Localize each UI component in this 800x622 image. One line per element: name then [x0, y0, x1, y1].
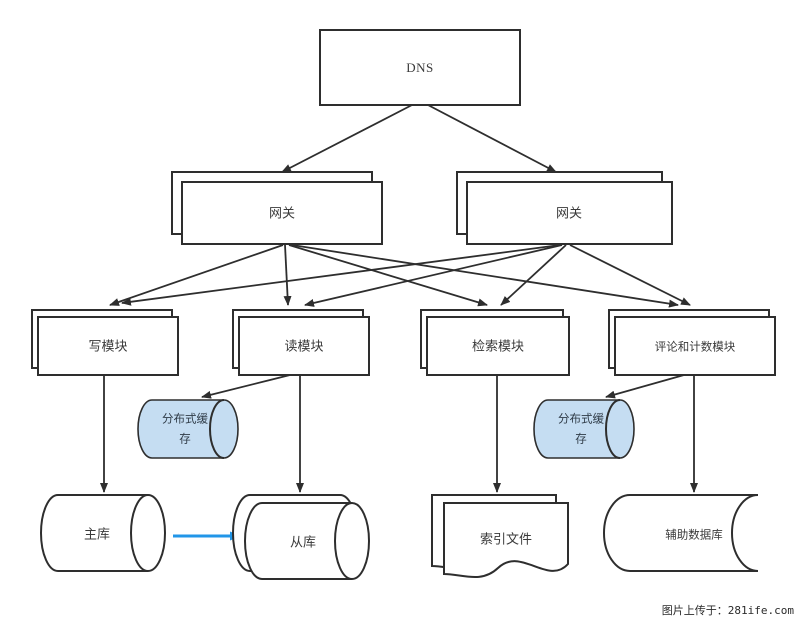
node-master-db[interactable]: 主库 [40, 494, 166, 572]
node-gateway-right[interactable]: 网关 [456, 171, 673, 245]
edge-dns-to-gateway-left [281, 104, 413, 173]
master-db-body [40, 494, 166, 572]
read-module-front-box [238, 316, 370, 376]
edge-gateway-right-to-write-module [121, 244, 561, 306]
dns-box [319, 29, 521, 106]
write-module-front-box [37, 316, 179, 376]
gateway-left-front-box [181, 181, 383, 245]
node-search-module[interactable]: 检索模块 [420, 309, 570, 376]
search-module-front-box [426, 316, 570, 376]
edge-gateway-right-to-read-module [304, 244, 563, 307]
node-aux-db[interactable]: 辅助数据库 [603, 494, 759, 572]
edge-gateway-right-to-comment-module [569, 244, 691, 306]
gateway-right-front-box [466, 181, 673, 245]
edge-gateway-right-to-search-module [500, 244, 567, 306]
aux-db-body [603, 494, 759, 572]
edge-gateway-left-to-write-module [109, 244, 284, 306]
node-cache-left[interactable]: 分布式缓 存 [137, 399, 239, 459]
node-slave-db[interactable]: 从库 [232, 494, 370, 580]
master-db-end-ellipse [130, 494, 149, 572]
index-file-front-document [443, 502, 569, 578]
node-read-module[interactable]: 读模块 [232, 309, 370, 376]
node-dns[interactable]: DNS [319, 29, 521, 106]
watermark-text: 图片上传于：281ife.com [661, 604, 794, 617]
edge-read-module-to-cache-left [201, 374, 291, 399]
node-comment-count-module[interactable]: 评论和计数模块 [608, 309, 776, 376]
edge-group-gateways-to-modules [109, 244, 691, 308]
node-gateway-left[interactable]: 网关 [171, 171, 383, 245]
comment-count-module-front-box [614, 316, 776, 376]
node-write-module[interactable]: 写模块 [31, 309, 179, 376]
cache-left-body [137, 399, 239, 459]
edge-group-dns-to-gateways [281, 104, 557, 173]
edge-comment-module-to-cache-right [605, 374, 685, 399]
cache-right-end-ellipse [605, 399, 621, 459]
slave-db-end-ellipse [334, 502, 353, 580]
edge-dns-to-gateway-right [427, 104, 557, 173]
cache-right-body [533, 399, 635, 459]
node-index-file[interactable]: 索引文件 [431, 494, 569, 578]
edge-gateway-left-to-comment-module [291, 244, 679, 308]
node-cache-right[interactable]: 分布式缓 存 [533, 399, 635, 459]
cache-left-end-ellipse [209, 399, 225, 459]
edge-gateway-left-to-search-module [288, 244, 488, 307]
edge-group-modules-to-storage [100, 374, 698, 493]
edge-gateway-left-to-read-module [283, 244, 292, 306]
slave-db-front-body [244, 502, 370, 580]
